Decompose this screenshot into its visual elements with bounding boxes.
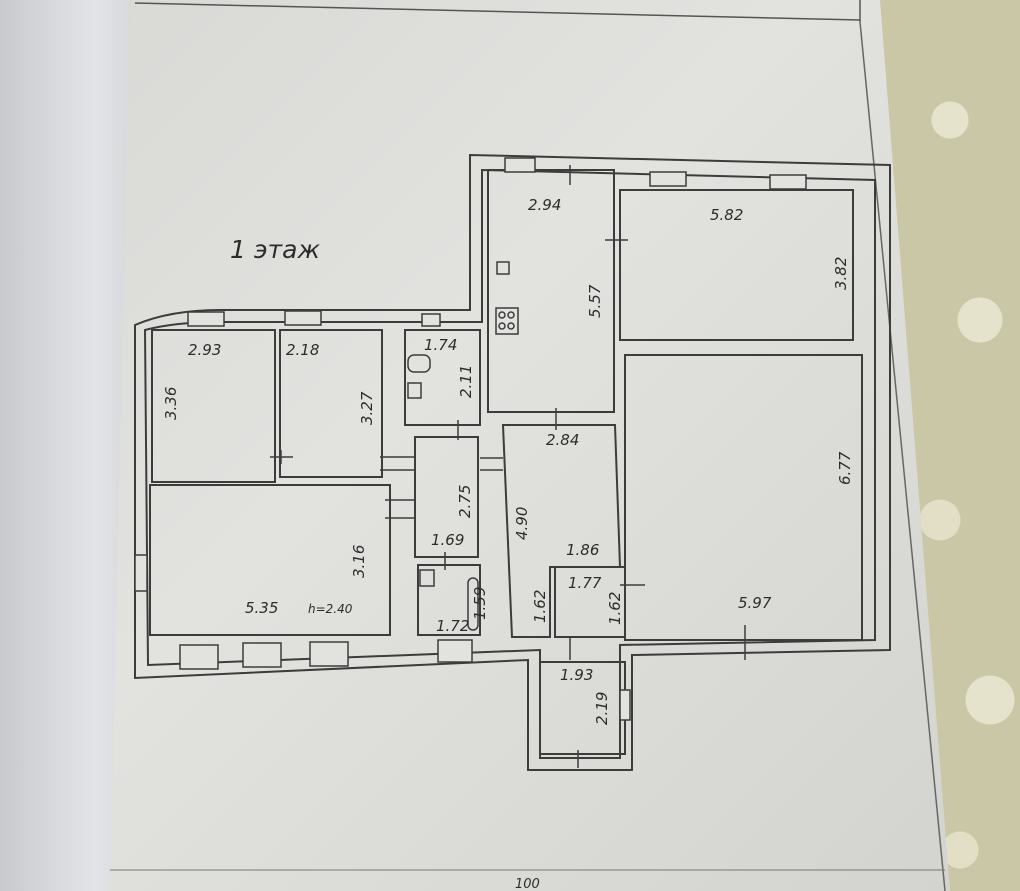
large-room-width: 5.97 <box>738 594 772 612</box>
room-2-length: 3.27 <box>358 391 376 425</box>
vestibule <box>554 566 626 638</box>
burner-icon <box>498 322 506 330</box>
room-3 <box>619 189 854 341</box>
washbasin-icon <box>407 382 422 399</box>
window <box>421 313 441 327</box>
toilet-width: 1.74 <box>424 336 457 354</box>
windows <box>134 157 807 721</box>
room-3-length: 3.82 <box>832 257 850 290</box>
porch-length: 2.19 <box>593 692 611 725</box>
vestibule-length: 1.62 <box>606 592 624 625</box>
burner-icon <box>507 322 515 330</box>
fixtures <box>407 261 519 631</box>
kitchen-length: 5.57 <box>586 284 604 318</box>
toilet-icon <box>407 354 431 373</box>
floor-title: 1 этаж <box>230 235 320 264</box>
corridor-width-2: 1.86 <box>566 541 599 559</box>
vestibule-width: 1.77 <box>568 574 602 592</box>
toilet <box>404 329 481 426</box>
living-room-height: h=2.40 <box>308 602 353 616</box>
window <box>769 174 807 190</box>
corridor-length: 4.90 <box>513 507 531 540</box>
room-labels: 2.93 3.36 2.18 3.27 5.35 h=2.40 3.16 1.7… <box>162 196 854 725</box>
washbasin-icon <box>419 569 435 587</box>
window <box>619 689 631 721</box>
rooms <box>149 169 863 755</box>
room-2 <box>279 329 383 478</box>
living-room-length: 3.16 <box>350 545 368 578</box>
frame-top <box>134 2 861 21</box>
room-2-width: 2.18 <box>286 341 319 359</box>
window <box>437 639 473 663</box>
sink-icon <box>496 261 510 275</box>
bathroom-width: 1.72 <box>436 617 469 635</box>
corridor-width: 2.84 <box>546 431 579 449</box>
window <box>504 157 536 173</box>
living-room-width: 5.35 <box>245 599 278 617</box>
frame-right <box>859 21 946 891</box>
floor-plan-sheet <box>110 0 950 891</box>
bathroom-length: 1.59 <box>471 587 489 620</box>
toilet-length: 2.11 <box>457 365 475 398</box>
hall-length: 2.75 <box>456 485 474 518</box>
room-3-width: 5.82 <box>710 206 743 224</box>
window <box>284 310 322 326</box>
bathtub-icon <box>467 577 479 631</box>
room-1 <box>151 329 276 483</box>
window <box>187 311 225 327</box>
window <box>649 171 687 187</box>
kitchen-width: 2.94 <box>528 196 561 214</box>
burner-icon <box>507 311 515 319</box>
large-room-length: 6.77 <box>836 451 854 485</box>
hall-width: 1.69 <box>431 531 464 549</box>
corridor-length-2: 1.62 <box>531 590 549 623</box>
window <box>179 644 219 670</box>
page-number: 100 <box>515 877 540 891</box>
burner-icon <box>498 311 506 319</box>
window <box>242 642 282 668</box>
bathroom <box>417 564 481 636</box>
room-1-width: 2.93 <box>188 341 221 359</box>
room-1-length: 3.36 <box>162 387 180 420</box>
living-room <box>149 484 391 636</box>
large-room <box>624 354 863 641</box>
window <box>134 554 148 592</box>
porch-width: 1.93 <box>560 666 593 684</box>
stove-icon <box>495 307 519 335</box>
doors <box>270 165 746 768</box>
left-page <box>0 0 135 891</box>
corridor <box>501 424 622 638</box>
window <box>309 641 349 667</box>
